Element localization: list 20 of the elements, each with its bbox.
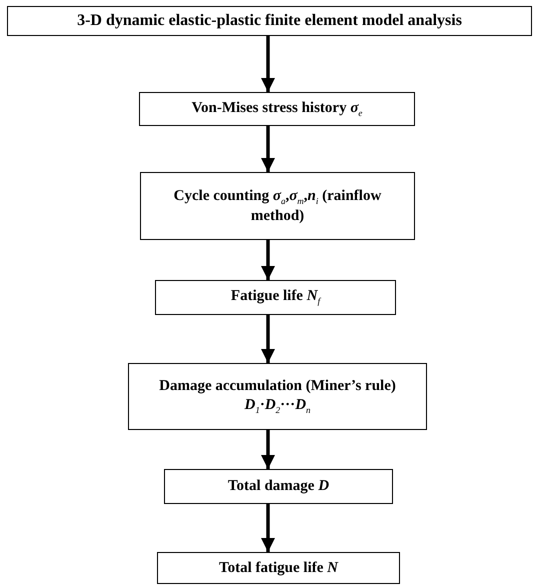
process-box [128,363,427,430]
process-box [157,552,400,584]
process-box [139,92,415,126]
arrow [261,315,275,363]
process-box [155,280,396,315]
arrow [261,430,275,469]
box-label: Total fatigue life N [218,558,338,578]
process-box [7,6,532,36]
arrow [261,126,275,172]
box-label: Total damage D [228,477,330,496]
box-label: Fatigue life N$_{f}$ [230,287,320,308]
process-box [140,172,415,240]
arrow [261,240,275,280]
box-label: 3-D dynamic elastic-plastic finite element model analysis [77,11,462,31]
box-label: Von-Mises stress history σ$_{e}$ [192,98,362,120]
arrow [261,36,275,92]
box-label: Damage accumulation (Miner’s rule) D$_{1}$·D$_{2}$···D$_{n}$ [158,377,397,416]
process-box [164,469,393,504]
arrow [261,504,275,552]
box-label: Cycle counting σ$_{a}$,σ$_{m}$,n$_{i}$ (rainflow method) [172,186,382,226]
